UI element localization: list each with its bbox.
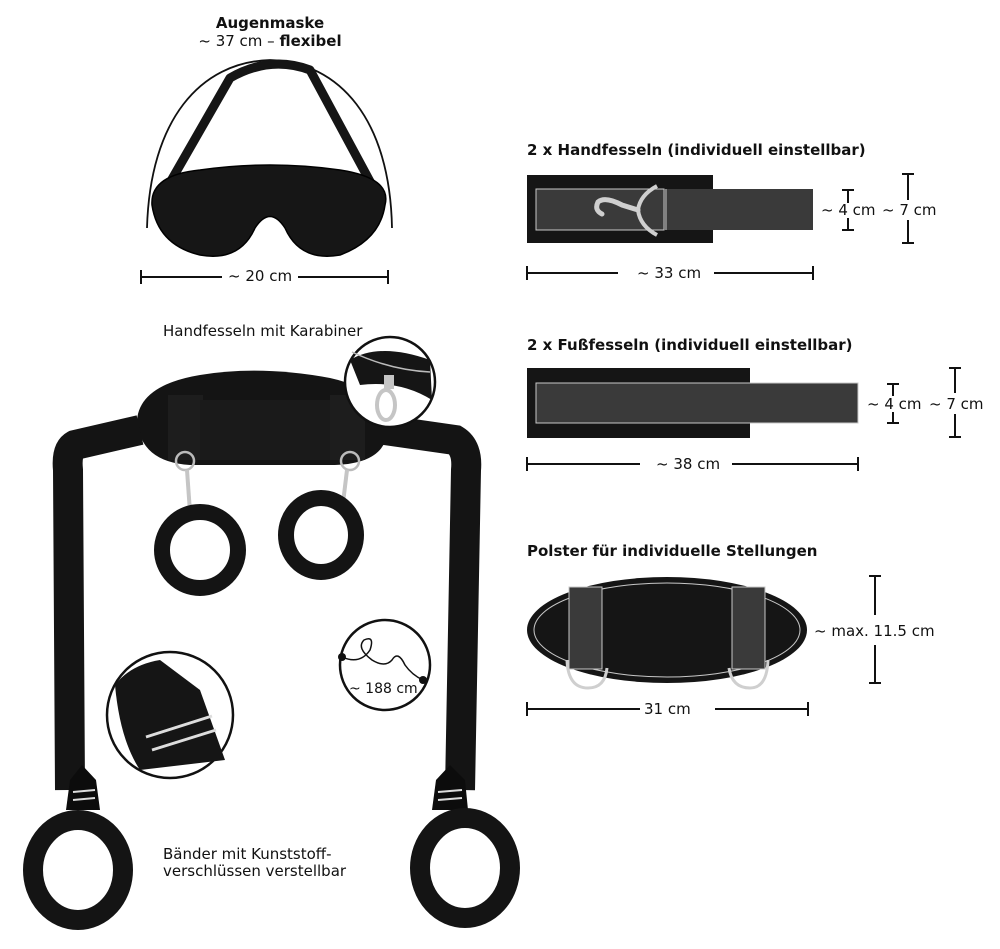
harness-caption-bottom: Bänder mit Kunststoff- verschlüssen vers… — [163, 846, 346, 880]
carabiner-detail-icon — [343, 335, 437, 429]
anklecuff-dimensions — [526, 367, 961, 471]
harness-caption-line1: Bänder mit Kunststoff- — [163, 845, 332, 863]
handcuff-dimensions — [526, 173, 914, 280]
blindfold-subtitle: ~ 37 cm – flexibel — [170, 32, 370, 50]
cushion-dimensions — [526, 575, 881, 716]
harness-caption-top: Handfesseln mit Karabiner — [163, 322, 363, 340]
anklecuffs-length-label: ~ 38 cm — [656, 455, 721, 473]
buckle-detail-icon — [105, 650, 235, 780]
handcuffs-title: 2 x Handfesseln (individuell einstellbar… — [527, 141, 866, 159]
cushion-height-label: ~ max. 11.5 cm — [814, 622, 935, 640]
blindfold-flexible: flexibel — [279, 32, 342, 50]
blindfold-label: Augenmaske ~ 37 cm – flexibel — [170, 14, 370, 50]
strap-length-icon — [338, 618, 432, 712]
handcuffs-length-label: ~ 33 cm — [637, 264, 702, 282]
blindfold-width-label: ~ 20 cm — [222, 267, 299, 285]
harness-caption-line2: verschlüssen verstellbar — [163, 862, 347, 880]
strap-length-label: ~ 188 cm — [349, 681, 418, 697]
harness-illustration — [23, 370, 520, 930]
handcuffs-inner-width-label: ~ 4 cm — [821, 201, 876, 219]
anklecuff-diagram — [527, 368, 859, 438]
anklecuffs-title: 2 x Fußfesseln (individuell einstellbar) — [527, 336, 853, 354]
blindfold-title: Augenmaske — [215, 14, 325, 32]
anklecuffs-outer-width-label: ~ 7 cm — [929, 395, 984, 413]
cushion-title: Polster für individuelle Stellungen — [527, 542, 818, 560]
anklecuffs-inner-width-label: ~ 4 cm — [867, 395, 922, 413]
handcuffs-outer-width-label: ~ 7 cm — [882, 201, 937, 219]
handcuff-diagram — [527, 175, 813, 243]
cushion-diagram — [527, 577, 807, 690]
blindfold-length: ~ 37 cm – — [198, 32, 280, 50]
cushion-width-label: 31 cm — [644, 700, 691, 718]
blindfold-illustration — [146, 59, 393, 257]
